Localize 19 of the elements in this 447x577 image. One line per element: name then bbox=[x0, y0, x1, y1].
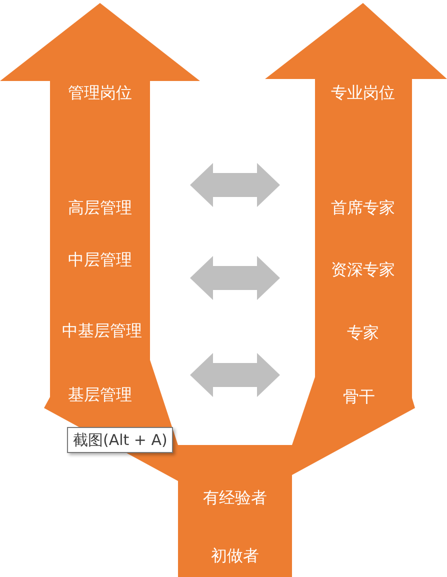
level-label: 有经验者 bbox=[203, 488, 267, 508]
level-label: 专家 bbox=[347, 323, 379, 343]
double-headed-arrow bbox=[190, 256, 280, 300]
level-label: 基层管理 bbox=[68, 385, 132, 405]
level-label: 骨干 bbox=[343, 387, 375, 407]
double-headed-arrow bbox=[190, 353, 280, 397]
level-label: 专业岗位 bbox=[331, 83, 395, 103]
tooltip: 截图(Alt + A) bbox=[67, 427, 174, 453]
up-arrow-shape bbox=[0, 3, 200, 481]
up-arrow-shape bbox=[265, 3, 447, 475]
level-label: 管理岗位 bbox=[68, 83, 132, 103]
stem-block bbox=[178, 445, 292, 577]
double-headed-arrow bbox=[190, 163, 280, 207]
level-label: 高层管理 bbox=[68, 198, 132, 218]
level-label: 初做者 bbox=[211, 546, 259, 566]
level-label: 资深专家 bbox=[331, 260, 395, 280]
level-label: 中基层管理 bbox=[62, 321, 142, 341]
level-label: 中层管理 bbox=[68, 250, 132, 270]
level-label: 首席专家 bbox=[331, 198, 395, 218]
